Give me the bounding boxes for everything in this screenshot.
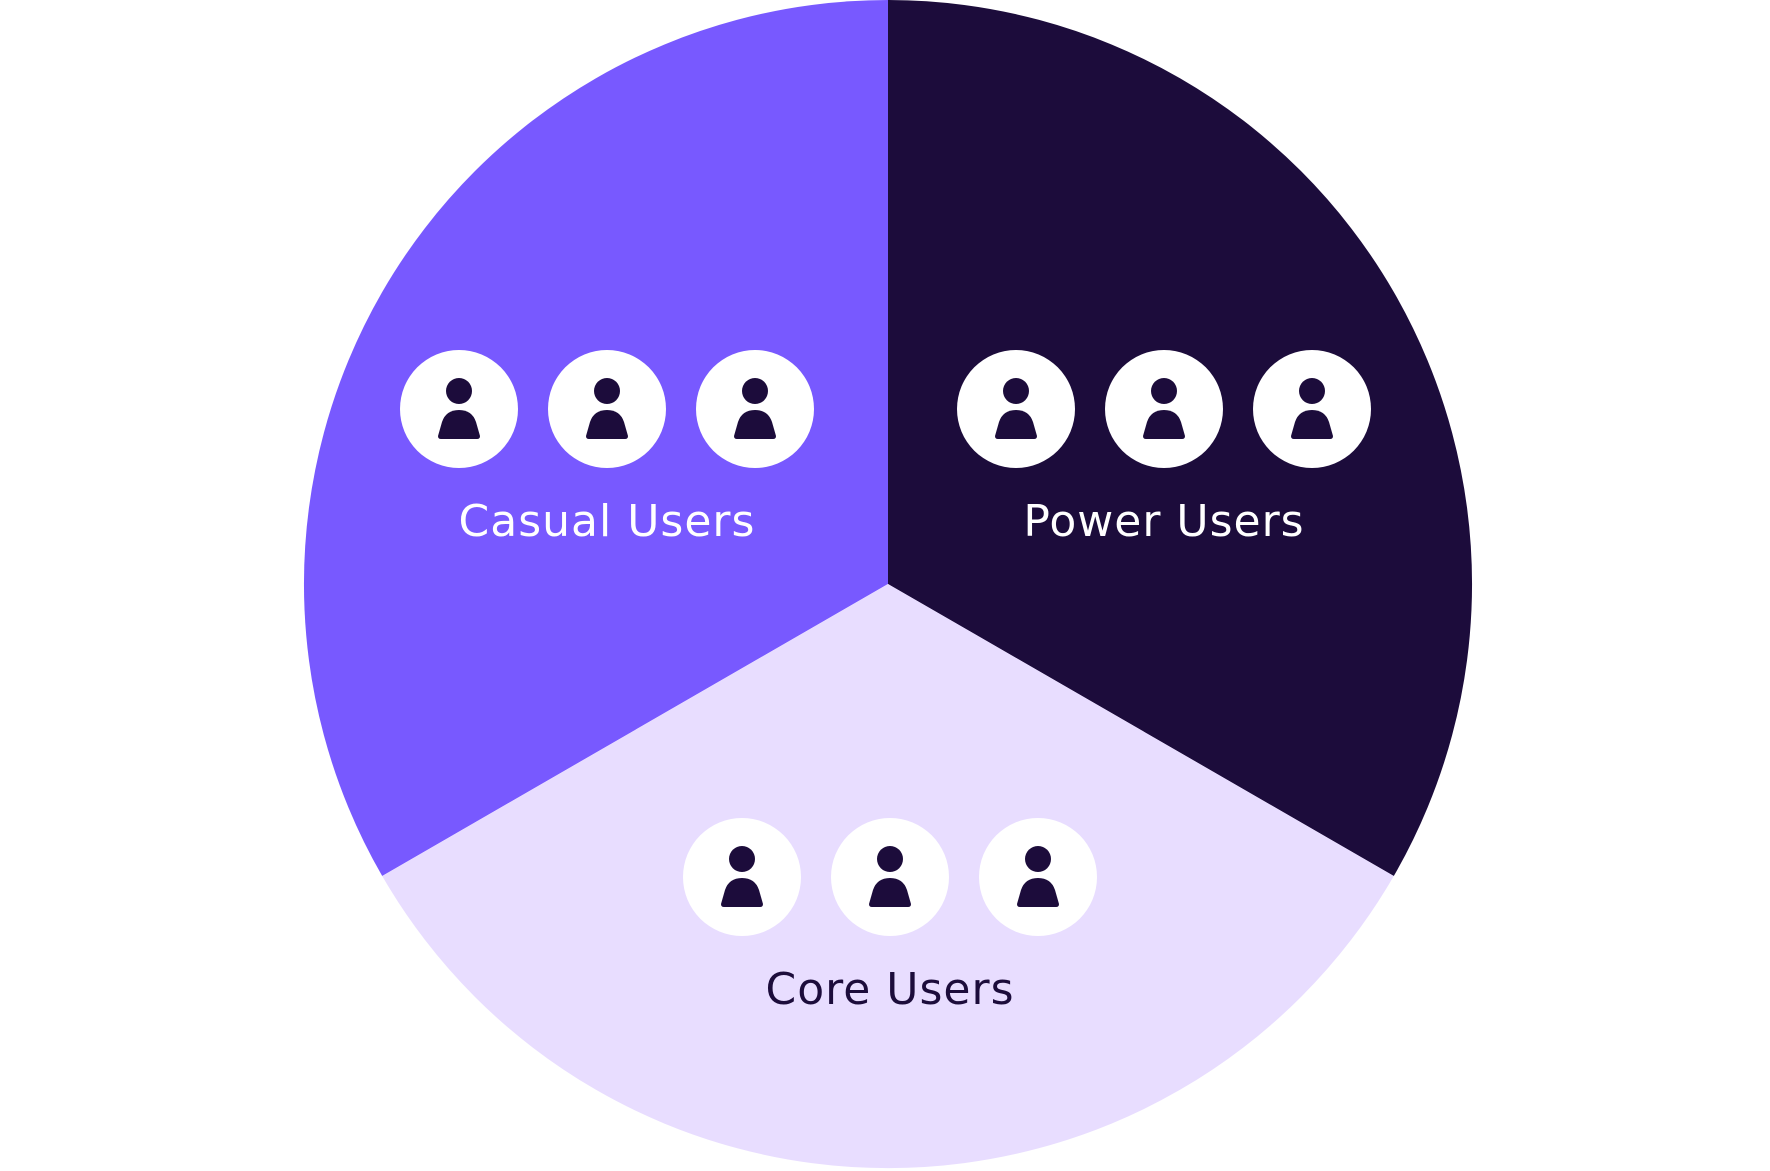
user-icon [400,350,518,468]
user-icon-badge [831,818,949,936]
user-icon-badge [683,818,801,936]
user-icon-body [1017,878,1059,907]
label-casual-users: Casual Users [459,496,756,547]
user-icon [831,818,949,936]
user-icon-body [995,410,1037,439]
power-users-icons [957,350,1371,468]
user-icon-badge [957,350,1075,468]
user-icon-head [1003,378,1029,404]
user-icon-head [594,378,620,404]
user-icon-head [877,846,903,872]
user-icon-body [869,878,911,907]
user-icon [1105,350,1223,468]
user-icon [548,350,666,468]
user-icon-body [1143,410,1185,439]
user-icon-head [446,378,472,404]
user-icon [696,350,814,468]
user-icon-body [721,878,763,907]
user-icon-head [729,846,755,872]
user-icon-body [734,410,776,439]
user-icon-badge [979,818,1097,936]
core-users-icons [683,818,1097,936]
user-icon-badge [400,350,518,468]
user-icon-head [1299,378,1325,404]
user-icon-head [742,378,768,404]
label-power-users: Power Users [1023,496,1304,547]
user-icon-body [1291,410,1333,439]
user-icon-body [438,410,480,439]
user-icon [979,818,1097,936]
casual-users-icons [400,350,814,468]
user-icon-badge [1253,350,1371,468]
label-core-users: Core Users [765,964,1014,1015]
user-icon-badge [1105,350,1223,468]
user-icon-head [1025,846,1051,872]
user-icon-body [586,410,628,439]
user-icon [1253,350,1371,468]
user-icon-badge [548,350,666,468]
user-icon-head [1151,378,1177,404]
user-icon [957,350,1075,468]
user-icon [683,818,801,936]
user-icon-badge [696,350,814,468]
